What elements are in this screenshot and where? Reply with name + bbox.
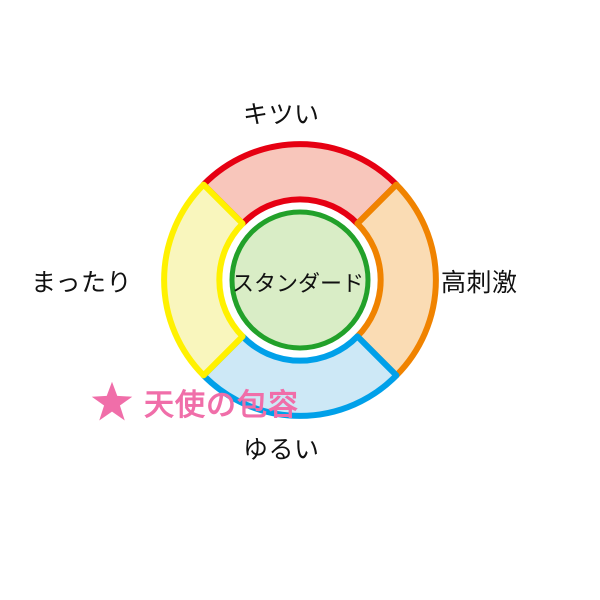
brand-lockup: 天使の包容 [90,380,299,424]
segment-label-left: まったり [31,269,133,297]
segment-bottom[interactable] [200,333,400,419]
brand-name: 天使の包容 [144,389,299,422]
segment-top-shape[interactable] [200,141,400,227]
star-icon [91,381,133,421]
center-label: スタンダード [232,271,365,296]
center-circle[interactable] [229,209,371,351]
segment-label-bottom: ゆるい [243,436,320,464]
segment-right-shape[interactable] [354,181,439,379]
segment-top[interactable] [200,141,400,227]
segment-label-top: キツい [243,101,320,129]
segment-left[interactable] [161,181,246,379]
segment-bottom-shape[interactable] [200,333,400,419]
segment-right[interactable] [354,181,439,379]
segment-left-shape[interactable] [161,181,246,379]
segment-label-right: 高刺激 [441,269,518,297]
